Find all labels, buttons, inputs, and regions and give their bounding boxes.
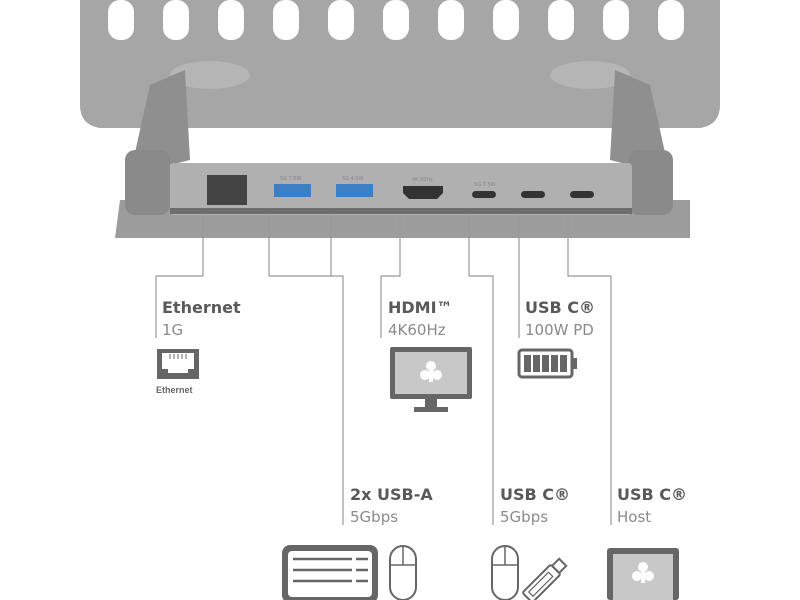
usb-stick-icon [522, 557, 568, 600]
mouse-icon [491, 545, 519, 600]
usb-a-port-1 [274, 184, 311, 197]
ethernet-label: Ethernet [162, 298, 241, 317]
usb-c-pd-label: USB C® [525, 298, 595, 317]
ethernet-icon-caption: Ethernet [156, 385, 193, 395]
usb-c-data-label: USB C® [500, 485, 570, 504]
hdmi-resolution: 4K60Hz [388, 321, 446, 339]
usb-c-port-host [570, 191, 594, 198]
hdmi-port [403, 186, 443, 199]
monitor-icon [390, 347, 472, 412]
hdmi-label: HDMI™ [388, 298, 453, 317]
leader-lines [155, 215, 612, 525]
hdmi-port-marking: 4K 60Hz [412, 177, 433, 183]
keyboard-icon [282, 545, 378, 600]
ethernet-port [207, 175, 247, 205]
battery-icon [517, 348, 577, 379]
usb-a-label: 2x USB-A [350, 485, 433, 504]
dock-hub: 5G 7.5W 5G 4.5W 4K 60Hz 5G 7.5W [125, 150, 673, 215]
mouse-icon [389, 545, 417, 600]
usb-c-host-role: Host [617, 508, 651, 526]
usb-c-port-pd [521, 191, 545, 198]
laptop-icon [607, 548, 679, 600]
usb-c-pd-power: 100W PD [525, 321, 594, 339]
usb-a-port-2 [336, 184, 373, 197]
usb-c-host-label: USB C® [617, 485, 687, 504]
usb-c-port-data [472, 191, 496, 198]
usb-a-port-2-marking: 5G 4.5W [342, 176, 364, 182]
usb-a-port-1-marking: 5G 7.5W [280, 176, 302, 182]
usb-a-speed: 5Gbps [350, 508, 398, 526]
usb-c-data-speed: 5Gbps [500, 508, 548, 526]
ethernet-icon: Ethernet [156, 349, 199, 395]
usb-c-port-marking: 5G 7.5W [474, 182, 496, 188]
ethernet-speed: 1G [162, 321, 183, 339]
